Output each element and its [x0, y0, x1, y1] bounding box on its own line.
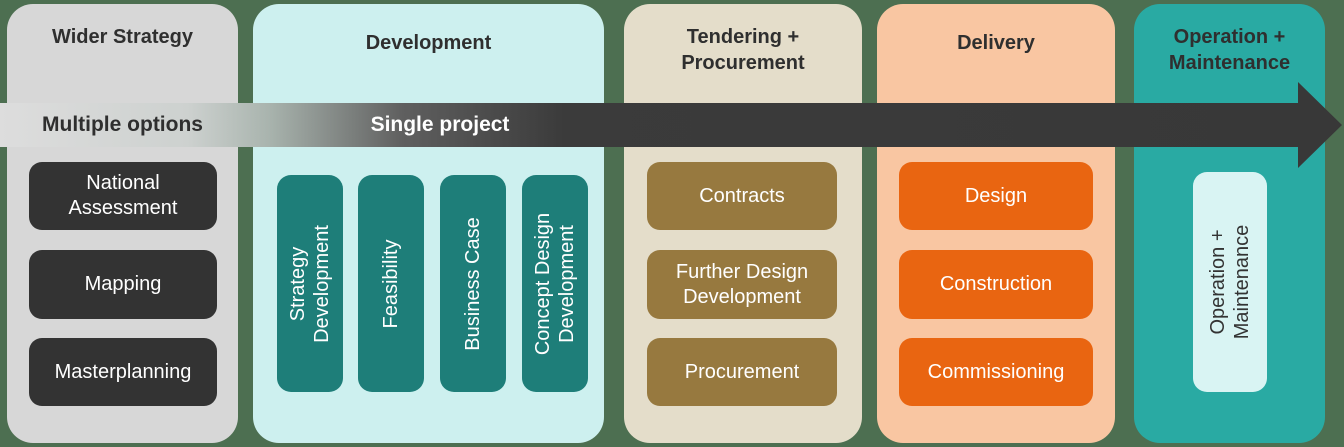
stage-concept-design-development: Concept Design Development — [522, 175, 588, 392]
stage-construction: Construction — [899, 250, 1093, 319]
column-title-wider-strategy: Wider Strategy — [52, 26, 193, 48]
column-wider-strategy: Wider Strategy National Assessment Mappi… — [7, 4, 238, 443]
stage-operation-maintenance: Operation + Maintenance — [1193, 172, 1267, 392]
stage-label: Feasibility — [380, 239, 402, 328]
multiple-options-label: Multiple options — [42, 113, 203, 136]
stage-national-assessment: National Assessment — [29, 162, 217, 230]
stage-business-case: Business Case — [440, 175, 506, 392]
single-project-label: Single project — [370, 113, 510, 136]
stage-label: Business Case — [462, 216, 484, 351]
stage-label: Concept Design Development — [532, 212, 578, 355]
stage-strategy-development: Strategy Development — [277, 175, 343, 392]
stage-design: Design — [899, 162, 1093, 230]
column-operation-maintenance: Operation + Maintenance Operation + Main… — [1134, 4, 1325, 443]
column-tendering-procurement: Tendering + Procurement Contracts Furthe… — [624, 4, 862, 443]
stage-procurement: Procurement — [647, 338, 837, 406]
stage-commissioning: Commissioning — [899, 338, 1093, 406]
stage-contracts: Contracts — [647, 162, 837, 230]
stage-label: Strategy Development — [287, 224, 333, 343]
stage-masterplanning: Masterplanning — [29, 338, 217, 406]
column-title-delivery: Delivery — [957, 32, 1035, 54]
stage-mapping: Mapping — [29, 250, 217, 319]
stage-label: Operation + Maintenance — [1207, 224, 1253, 340]
stage-feasibility: Feasibility — [358, 175, 424, 392]
stage-further-design-development: Further Design Development — [647, 250, 837, 319]
column-delivery: Delivery Design Construction Commissioni… — [877, 4, 1115, 443]
column-title-operation-maintenance: Operation + Maintenance — [1168, 26, 1291, 74]
column-title-tendering-procurement: Tendering + Procurement — [681, 26, 805, 74]
column-title-development: Development — [365, 32, 492, 54]
column-development: Development Strategy Development Feasibi… — [253, 4, 604, 443]
